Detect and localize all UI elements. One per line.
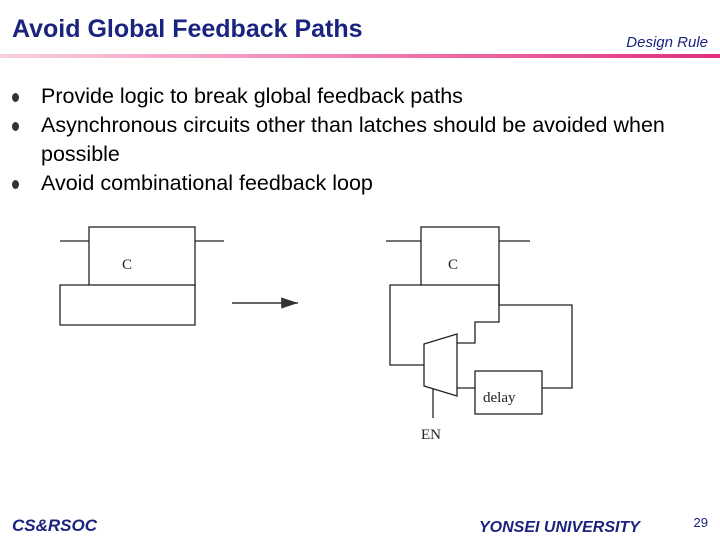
right-circuit [386,226,573,418]
delay-label: delay [483,390,516,406]
feedback-tap-wire [498,285,573,389]
enable-label: EN [421,427,441,443]
mux-shape [423,333,458,397]
page-number: 29 [693,515,708,530]
bullet-text: Asynchronous circuits other than latches… [41,113,665,166]
bullet-item: Avoid combinational feedback loop [12,169,702,198]
bullet-dot-icon [12,180,19,189]
bullet-item: Provide logic to break global feedback p… [12,82,702,111]
left-feedback-loop [59,284,196,326]
right-block-label: C [448,257,458,273]
delay-block [474,370,543,415]
title-rule [0,54,720,58]
bullet-dot-icon [12,93,19,102]
bullet-list: Provide logic to break global feedback p… [12,82,702,198]
bullet-item: Asynchronous circuits other than latches… [12,111,702,169]
design-rule-tag: Design Rule [626,34,708,51]
mux-direct-input-wire [457,285,500,344]
left-block-label: C [122,257,132,273]
mux-output-wire [389,284,424,366]
left-logic-block [88,226,196,286]
bullet-dot-icon [12,122,19,131]
footer-university: YONSEI UNIVERSITY [479,519,640,536]
bullet-text: Avoid combinational feedback loop [41,171,373,195]
left-circuit [59,226,224,326]
slide-title: Avoid Global Feedback Paths [12,15,363,43]
footer-left-label: CS&RSOC [12,516,98,535]
bullet-text: Provide logic to break global feedback p… [41,84,463,108]
right-logic-block [420,226,500,286]
